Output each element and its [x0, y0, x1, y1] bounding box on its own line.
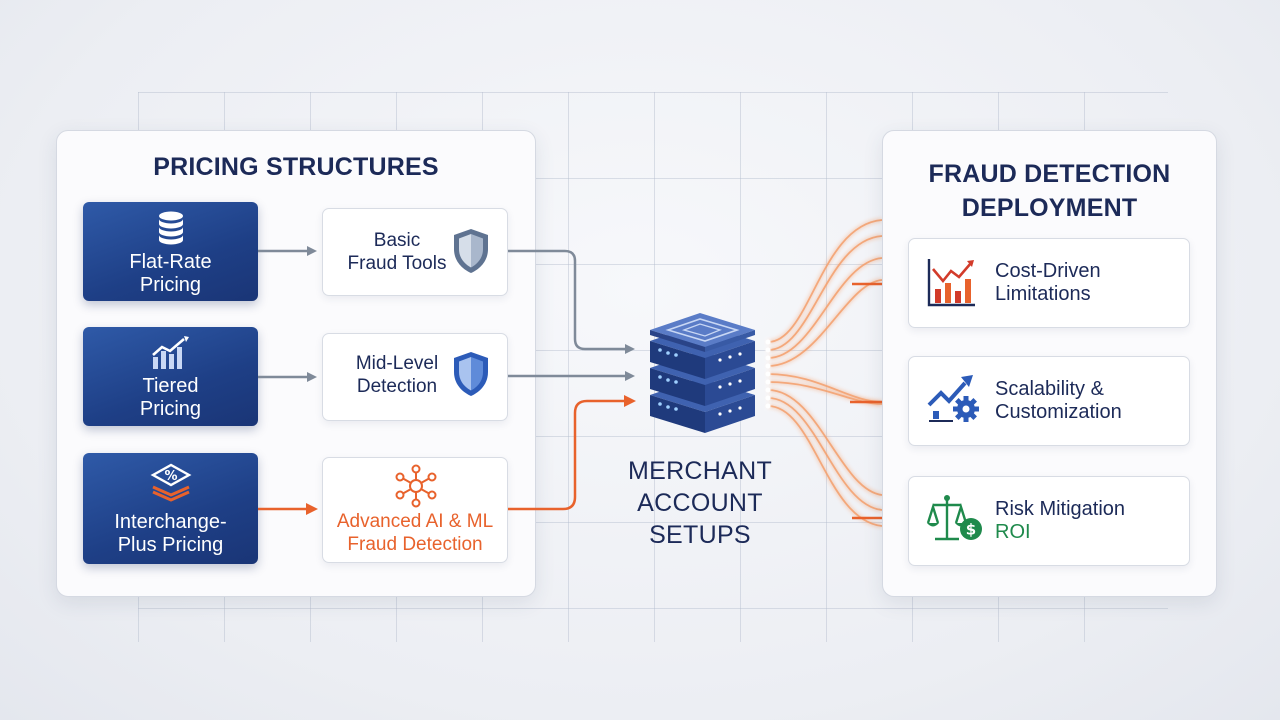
deploy-card-risk-mitigation[interactable]: $ Risk Mitigation ROI [908, 476, 1190, 566]
glow-line [767, 397, 883, 511]
fraud-label-basic: Basic Fraud Tools [347, 230, 447, 274]
pricing-label-flat-rate: Flat-Rate Pricing [129, 251, 212, 296]
glow-line [767, 389, 883, 496]
pricing-card-tiered[interactable]: Tiered Pricing [83, 327, 258, 426]
fraud-card-mid-level[interactable]: Mid-Level Detection [322, 333, 508, 421]
fraud-label-mid-level: Mid-Level Detection [355, 353, 439, 397]
database-stack-icon [156, 210, 186, 251]
bar-chart-trend-icon [925, 255, 979, 314]
neural-network-icon [394, 464, 438, 513]
roi-line: ROI [995, 521, 1031, 543]
pricing-label-tiered: Tiered Pricing [139, 375, 202, 420]
arrow-basic-to-server [508, 249, 635, 354]
glow-line [767, 373, 883, 403]
percent-layers-icon: % [149, 461, 193, 508]
bar-chart-growth-icon [150, 335, 192, 376]
fraud-label-advanced-ai-ml: Advanced AI & ML Fraud Detection [336, 511, 494, 555]
pricing-card-interchange-plus[interactable]: % Interchange- Plus Pricing [83, 453, 258, 564]
glow-line [767, 219, 883, 343]
fraud-card-advanced-ai-ml[interactable]: Advanced AI & ML Fraud Detection [322, 457, 508, 563]
deploy-label-risk-mitigation: Risk Mitigation ROI [995, 498, 1125, 544]
deploy-label-risk-mitigation-text: Risk Mitigation ROI [995, 498, 1125, 543]
glow-dots-group [765, 339, 771, 409]
balance-scale-dollar-icon: $ [925, 493, 985, 552]
glow-line [767, 235, 883, 351]
deploy-label-scalability: Scalability & Customization [995, 378, 1122, 423]
shield-icon [451, 227, 491, 280]
risk-mitigation-line: Risk Mitigation [995, 498, 1126, 520]
pricing-label-interchange-plus: Interchange- Plus Pricing [114, 511, 227, 556]
glow-line [767, 257, 883, 359]
merchant-account-setups-label: MERCHANT ACCOUNT SETUPS [627, 457, 773, 549]
deploy-label-cost-driven: Cost-Driven Limitations [995, 260, 1101, 305]
arrow-advanced-to-server [508, 395, 636, 511]
pricing-panel-title: PRICING STRUCTURES [153, 153, 439, 181]
shield-icon [451, 350, 491, 403]
server-stack-icon [650, 313, 755, 433]
svg-text:$: $ [966, 521, 976, 539]
pricing-card-flat-rate[interactable]: Flat-Rate Pricing [83, 202, 258, 301]
growth-gear-icon [925, 371, 983, 432]
glow-line [767, 381, 883, 405]
deploy-card-cost-driven[interactable]: Cost-Driven Limitations [908, 238, 1190, 328]
fraud-card-basic[interactable]: Basic Fraud Tools [322, 208, 508, 296]
deploy-card-scalability[interactable]: Scalability & Customization [908, 356, 1190, 446]
deployment-panel-title: FRAUD DETECTION DEPLOYMENT [928, 160, 1171, 222]
svg-text:%: % [164, 469, 177, 484]
